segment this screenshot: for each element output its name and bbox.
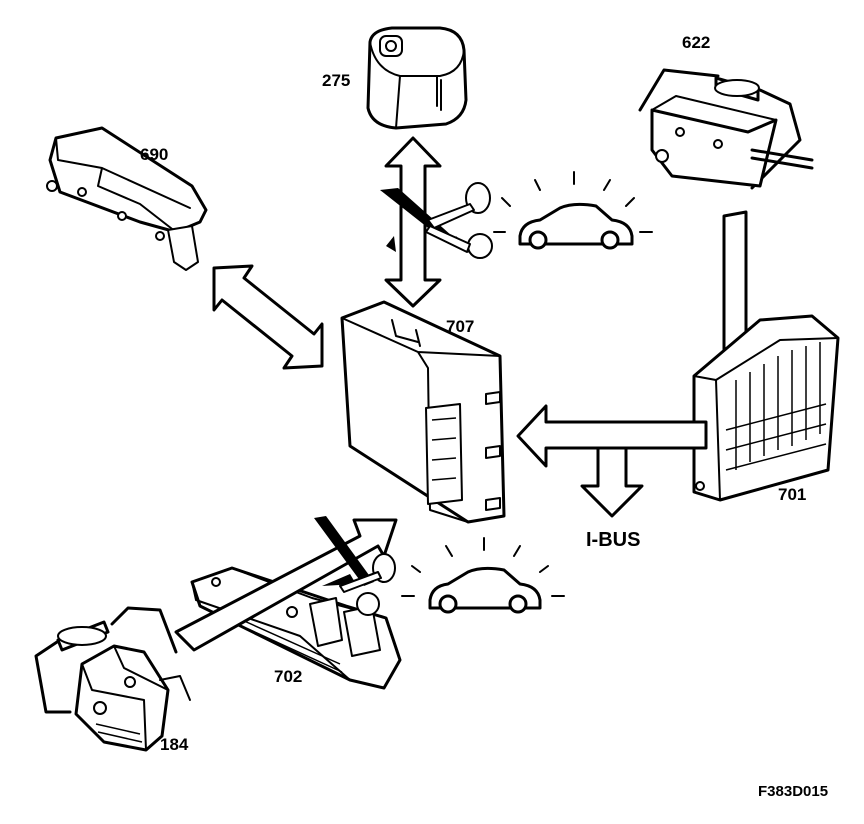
component-701-bus-unit <box>692 314 840 502</box>
double-arrow-diagonal <box>212 264 324 370</box>
label-702: 702 <box>274 667 302 686</box>
car-indicator-bottom <box>401 537 565 614</box>
label-275: 275 <box>322 71 350 90</box>
arrow-i-bus <box>580 446 644 518</box>
label-i-bus: I-BUS <box>586 529 640 551</box>
component-184-lock <box>34 606 191 752</box>
car-indicator-top <box>493 171 653 250</box>
component-690-sensor <box>46 126 208 271</box>
cut-wire-top <box>380 182 493 259</box>
component-275-siren <box>366 26 468 130</box>
label-701: 701 <box>778 485 806 504</box>
label-184: 184 <box>160 735 189 754</box>
label-690: 690 <box>140 145 168 164</box>
arrow-701-to-707 <box>516 404 708 468</box>
label-707: 707 <box>446 317 474 336</box>
cut-wire-bottom <box>314 516 396 616</box>
component-622-module <box>638 68 814 190</box>
component-707-control-module <box>340 300 506 524</box>
figure-code: F383D015 <box>758 783 828 800</box>
double-arrow-vertical <box>384 136 442 308</box>
label-622: 622 <box>682 33 710 52</box>
